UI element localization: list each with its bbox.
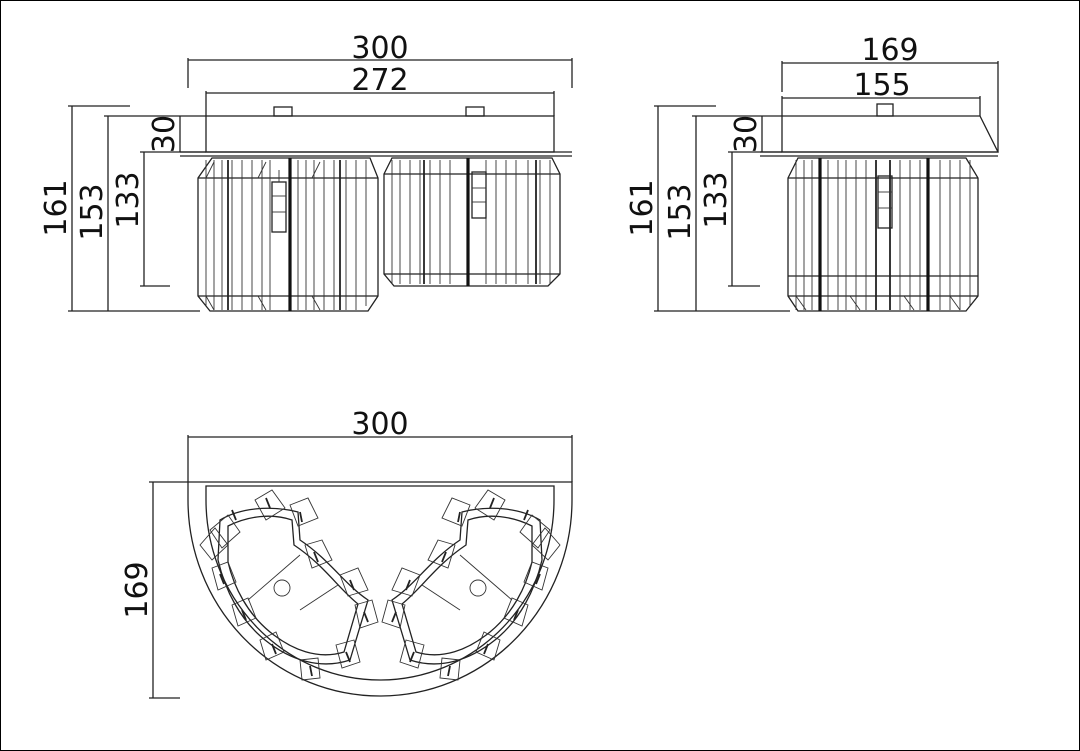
side-overall-height-label: 161 [625, 179, 660, 236]
side-width-label: 169 [861, 33, 918, 68]
front-overall-height-label: 161 [39, 179, 74, 236]
top-left-crystal-arm [199, 489, 379, 681]
top-width-dimension: 300 [187, 407, 573, 482]
top-depth-dimension: 169 [120, 481, 188, 699]
side-width-dimension: 169 [781, 33, 999, 152]
side-inner-height-label: 133 [699, 171, 734, 228]
top-half-round-base [187, 481, 573, 697]
front-view: 300 272 [39, 31, 573, 312]
front-plate-width-label: 272 [351, 63, 408, 98]
side-mid-height-label: 153 [663, 183, 698, 240]
front-plate-width-dimension: 272 [205, 63, 555, 116]
front-mid-height-label: 153 [75, 183, 110, 240]
front-mounting-plate [180, 106, 572, 157]
front-height-dimensions: 161 153 133 30 [39, 105, 206, 312]
side-plate-width-label: 155 [853, 68, 910, 103]
side-plate-width-dimension: 155 [781, 68, 981, 116]
top-right-crystal-arm [381, 489, 561, 681]
side-crystal-cluster [787, 157, 979, 312]
side-view: 169 155 [625, 33, 1000, 312]
front-right-crystal-cluster [383, 157, 561, 287]
front-width-label: 300 [351, 31, 408, 66]
front-inner-height-label: 133 [111, 171, 146, 228]
front-left-crystal-cluster [197, 157, 379, 312]
top-depth-label: 169 [120, 561, 155, 618]
front-plate-height-label: 30 [147, 115, 182, 153]
side-plate-height-label: 30 [729, 115, 764, 153]
top-view: 300 169 [120, 407, 573, 699]
top-width-label: 300 [351, 407, 408, 442]
side-mounting-plate [760, 103, 1000, 157]
front-width-dimension: 300 [187, 31, 573, 88]
side-height-dimensions: 161 153 133 30 [625, 105, 790, 312]
